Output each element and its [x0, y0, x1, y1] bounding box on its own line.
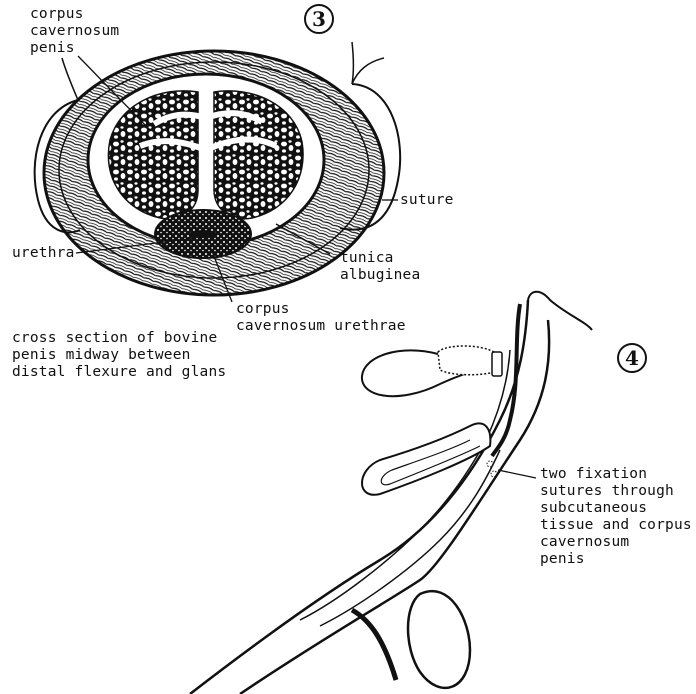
prepuce-opening [528, 292, 592, 330]
glans-cap [438, 346, 498, 375]
figure-number-4: 4 [617, 343, 647, 373]
exteriorized-penile-loop [362, 423, 490, 494]
figure-number-3: 3 [304, 4, 334, 34]
label-fixation-sutures: two fixation sutures through subcutaneou… [540, 466, 692, 568]
figure-3-caption: cross section of bovine penis midway bet… [12, 330, 226, 381]
label-suture: suture [400, 192, 454, 209]
label-corpus-cavernosum-penis: corpus cavernosum penis [30, 6, 119, 57]
label-urethra: urethra [12, 245, 75, 262]
label-tunica-albuginea: tunica albuginea [340, 250, 420, 284]
glans-band [492, 352, 502, 376]
scrotum-shadow [352, 610, 396, 680]
label-corpus-cavernosum-urethrae: corpus cavernosum urethrae [236, 301, 406, 335]
scrotum [408, 591, 470, 688]
leader-fixation-sutures [498, 470, 536, 478]
